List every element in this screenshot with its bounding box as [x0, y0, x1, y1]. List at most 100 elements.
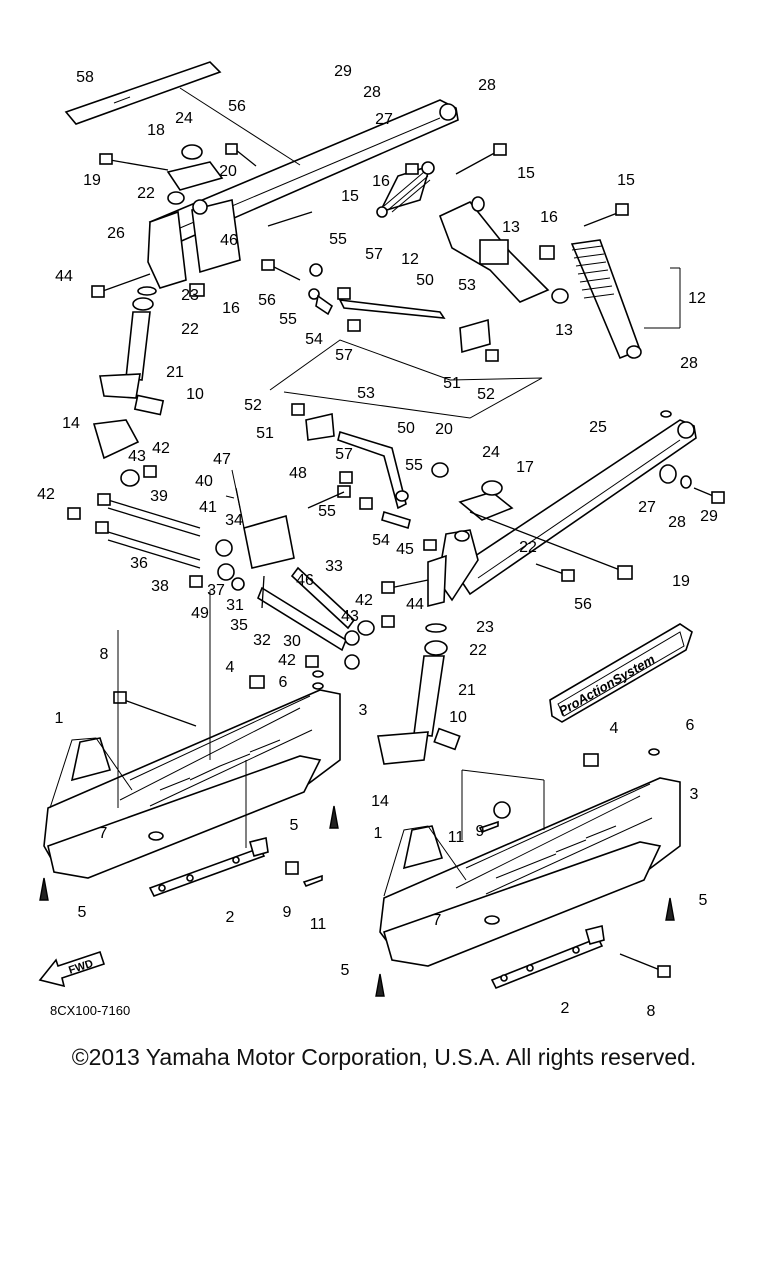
lower-trailing-arm — [377, 410, 725, 765]
callout-25: 25 — [589, 419, 607, 436]
callout-4: 4 — [226, 659, 235, 676]
callout-41: 41 — [199, 499, 217, 516]
callout-50: 50 — [397, 420, 415, 437]
callout-33: 33 — [325, 558, 343, 575]
callout-13: 13 — [502, 219, 520, 236]
upper-suspension-assembly — [64, 61, 459, 399]
callout-7: 7 — [433, 912, 442, 929]
decal-strip-top — [64, 61, 222, 125]
callout-18: 18 — [147, 122, 165, 139]
callout-21: 21 — [458, 682, 476, 699]
plate-51-upper — [459, 318, 491, 354]
bushing-22 — [167, 191, 185, 205]
callout-6: 6 — [279, 674, 288, 691]
callout-16: 16 — [372, 173, 390, 190]
callout-10: 10 — [449, 709, 467, 726]
ski-right — [375, 748, 681, 997]
callout-51: 51 — [256, 425, 274, 442]
callout-29: 29 — [334, 63, 352, 80]
callout-13: 13 — [555, 322, 573, 339]
decal-text: ProActionSystem — [556, 651, 658, 718]
decal-58: ProActionSystem — [549, 623, 693, 723]
callout-4: 4 — [610, 720, 619, 737]
callout-22: 22 — [137, 185, 155, 202]
callout-56: 56 — [258, 292, 276, 309]
callout-52: 52 — [244, 397, 262, 414]
callout-11: 11 — [448, 829, 465, 846]
callout-28: 28 — [478, 77, 496, 94]
callout-14: 14 — [62, 415, 80, 432]
callout-57: 57 — [335, 446, 353, 463]
bracket-14-upper — [92, 419, 140, 460]
callout-19: 19 — [83, 172, 101, 189]
fwd-label: FWD — [67, 958, 95, 977]
rod-33 — [290, 566, 356, 630]
rod-50-lower — [337, 430, 407, 510]
callout-21: 21 — [166, 364, 184, 381]
shock-absorbers — [376, 143, 681, 360]
ski-left — [39, 590, 341, 901]
tie-rod-group — [67, 394, 395, 678]
callout-55: 55 — [279, 311, 297, 328]
callout-39: 39 — [150, 488, 168, 505]
callout-46: 46 — [296, 572, 314, 589]
callout-29: 29 — [700, 508, 718, 525]
callout-28: 28 — [668, 514, 686, 531]
callout-40: 40 — [195, 473, 213, 490]
callout-58: 58 — [76, 69, 94, 86]
callout-44: 44 — [55, 268, 73, 285]
callout-22: 22 — [181, 321, 199, 338]
callout-8: 8 — [647, 1003, 656, 1020]
callout-5: 5 — [341, 962, 350, 979]
callout-42: 42 — [278, 652, 296, 669]
callout-56: 56 — [228, 98, 246, 115]
callout-44: 44 — [406, 596, 424, 613]
callout-52: 52 — [477, 386, 495, 403]
callout-55: 55 — [329, 231, 347, 248]
spindle-21 — [125, 311, 151, 381]
callout-10: 10 — [186, 386, 204, 403]
parts-diagram: ProActionSystem FWD 8CX100-7160 58292828… — [37, 61, 725, 1020]
callout-22: 22 — [519, 539, 537, 556]
callout-11: 11 — [310, 916, 327, 933]
callout-46: 46 — [220, 232, 238, 249]
callout-9: 9 — [476, 823, 485, 840]
callout-2: 2 — [226, 909, 235, 926]
callout-15: 15 — [517, 165, 535, 182]
callout-31: 31 — [226, 597, 244, 614]
callout-56: 56 — [574, 596, 592, 613]
runner-left — [148, 847, 266, 897]
callout-54: 54 — [305, 331, 323, 348]
callout-20: 20 — [219, 163, 237, 180]
rod-30 — [257, 586, 347, 652]
callout-27: 27 — [638, 499, 656, 516]
callout-28: 28 — [680, 355, 698, 372]
callout-16: 16 — [222, 300, 240, 317]
plate-51-lower — [305, 413, 335, 441]
callout-51: 51 — [443, 375, 461, 392]
cap-24 — [181, 144, 203, 160]
steering-links — [269, 263, 543, 530]
callout-20: 20 — [435, 421, 453, 438]
callout-3: 3 — [690, 786, 699, 803]
callout-5: 5 — [290, 817, 299, 834]
callout-24: 24 — [175, 110, 193, 127]
callout-47: 47 — [213, 451, 231, 468]
callout-7: 7 — [99, 825, 108, 842]
callout-23: 23 — [476, 619, 494, 636]
callout-43: 43 — [128, 448, 146, 465]
callout-28: 28 — [363, 84, 381, 101]
callout-1: 1 — [374, 825, 383, 842]
callout-5: 5 — [78, 904, 87, 921]
callout-42: 42 — [37, 486, 55, 503]
callout-1: 1 — [55, 710, 64, 727]
callout-6: 6 — [686, 717, 695, 734]
callout-37: 37 — [207, 582, 225, 599]
callout-32: 32 — [253, 632, 271, 649]
copyright-notice: ©2013 Yamaha Motor Corporation, U.S.A. A… — [71, 1044, 697, 1070]
bracket-18 — [166, 161, 224, 191]
callout-5: 5 — [699, 892, 708, 909]
callout-30: 30 — [283, 633, 301, 650]
callout-43: 43 — [341, 608, 359, 625]
